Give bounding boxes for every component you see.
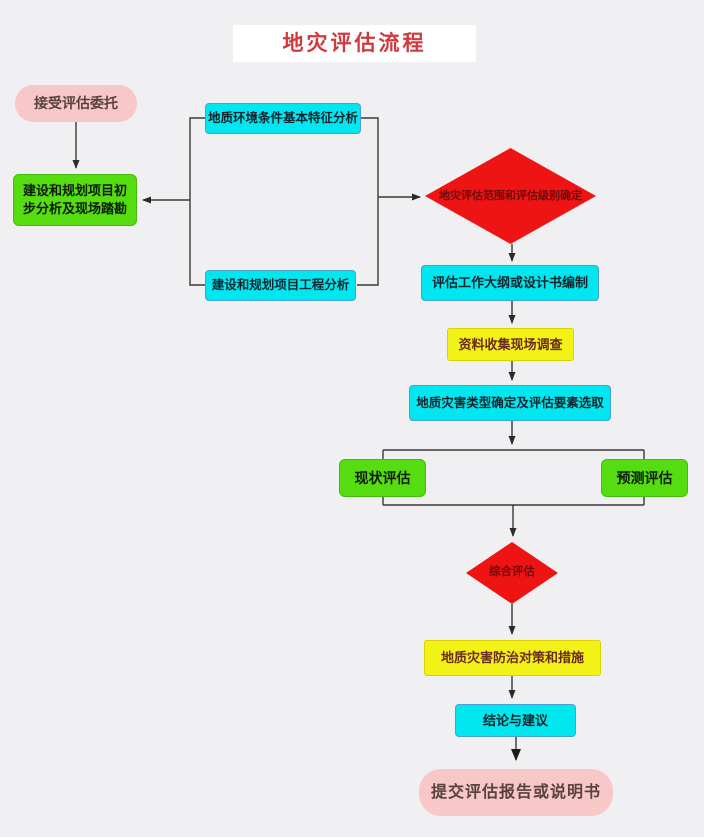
node-geo-env-analysis: 地质环境条件基本特征分析	[205, 103, 361, 134]
node-conclusions: 结论与建议	[455, 704, 576, 737]
node-prevention-measures: 地质灾害防治对策和措施	[424, 640, 601, 676]
node-hazard-type-selection: 地质灾害类型确定及评估要素选取	[409, 385, 611, 421]
node-data-collection: 资料收集现场调查	[447, 328, 574, 361]
node-accept-commission: 接受评估委托	[15, 85, 137, 122]
page-title: 地灾评估流程	[233, 25, 476, 62]
node-submit-report: 提交评估报告或说明书	[419, 769, 613, 816]
node-prediction-assessment: 预测评估	[601, 459, 688, 497]
node-current-assessment: 现状评估	[339, 459, 426, 497]
node-project-eng-analysis: 建设和规划项目工程分析	[205, 270, 356, 301]
node-preliminary-analysis: 建设和规划项目初步分析及现场踏勘	[13, 174, 137, 226]
node-outline-design: 评估工作大纲或设计书编制	[421, 265, 599, 301]
